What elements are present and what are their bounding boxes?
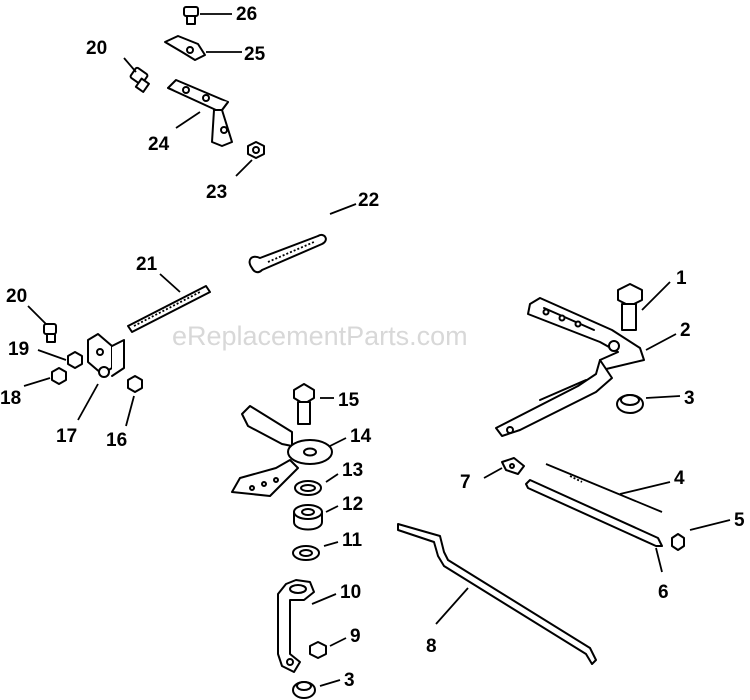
part-11-washer (292, 545, 320, 561)
part-19-nut (67, 351, 83, 369)
callout-22: 22 (358, 190, 379, 211)
part-21-rod (127, 285, 211, 333)
callout-5: 5 (734, 510, 745, 531)
part-4-rod (545, 463, 663, 513)
part-15-bolt (293, 383, 315, 425)
callout-3-right: 3 (684, 388, 695, 409)
callout-8: 8 (426, 636, 437, 657)
part-3-nut-bottom (292, 681, 316, 699)
part-24-bracket (167, 79, 233, 147)
callout-19: 19 (8, 339, 29, 360)
part-22-spring (248, 234, 327, 274)
part-26-screw (183, 6, 199, 25)
callout-13: 13 (342, 460, 363, 481)
callout-9: 9 (350, 626, 361, 647)
callout-6: 6 (658, 582, 669, 603)
callout-14: 14 (350, 426, 372, 447)
callout-18: 18 (0, 388, 21, 409)
callout-26: 26 (236, 4, 257, 25)
part-17-bracket (87, 333, 125, 378)
part-20-screw-left (43, 323, 57, 343)
part-23-nut (247, 141, 265, 159)
part-12-nut (293, 504, 323, 531)
part-3-nut-right (616, 394, 644, 414)
callout-15: 15 (338, 390, 360, 411)
callout-21: 21 (136, 254, 158, 275)
callout-3-bottom: 3 (344, 670, 355, 691)
callout-10: 10 (340, 582, 361, 603)
part-16-nut (127, 375, 143, 393)
part-13-washer (294, 480, 322, 496)
part-9-nut (309, 641, 327, 659)
leader-lines (23, 13, 731, 687)
part-14-lever (231, 405, 333, 497)
part-8-rod (397, 523, 597, 665)
part-20-screw-top (129, 66, 150, 93)
callout-11: 11 (342, 530, 363, 551)
watermark: eReplacementParts.com (172, 321, 468, 351)
part-10-bracket (277, 579, 315, 673)
callout-labels: 26 25 20 24 23 22 21 20 19 18 17 16 1 2 … (0, 4, 745, 691)
part-7-clip (501, 457, 525, 475)
callout-24: 24 (148, 134, 170, 155)
callout-17: 17 (56, 426, 77, 447)
part-1-bolt (617, 283, 643, 331)
callout-16: 16 (106, 430, 127, 451)
callout-2: 2 (680, 320, 691, 341)
part-5-nut (671, 533, 685, 551)
part-18-nut (51, 367, 67, 385)
callout-20-left: 20 (6, 286, 27, 307)
callout-25: 25 (244, 44, 266, 65)
callout-4: 4 (674, 468, 685, 489)
part-25-clip (164, 35, 206, 61)
callout-7: 7 (460, 472, 471, 493)
callout-20-top: 20 (86, 38, 107, 59)
callout-12: 12 (342, 494, 363, 515)
callout-23: 23 (206, 182, 227, 203)
part-6-rod (525, 479, 663, 547)
part-2-bracket (495, 297, 645, 437)
callout-1: 1 (676, 268, 687, 289)
